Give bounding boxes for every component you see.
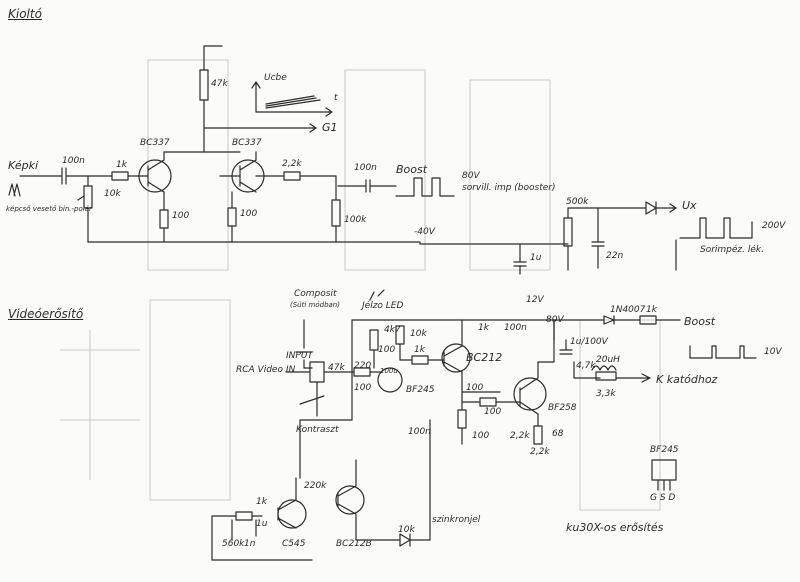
label-sorimp: Sorimpéz. lék. xyxy=(700,245,764,255)
label-minus40: -40V xyxy=(414,227,435,237)
label-r-220k: 220k xyxy=(304,481,327,491)
label-graph-t: t xyxy=(334,93,338,103)
label-boost-desc: sorvill. imp (booster) xyxy=(462,183,556,193)
section-title-video-amp: Videóerősítő xyxy=(8,307,84,321)
label-pot-100k: 100k xyxy=(344,215,367,225)
label-t1: BC337 xyxy=(140,138,170,148)
label-composit: Composit xyxy=(294,289,337,299)
bleed-through-traces xyxy=(60,59,661,511)
label-boost-top: Boost xyxy=(396,163,428,176)
label-r-100-d: 100 xyxy=(484,407,502,417)
label-kep-ki: Képki xyxy=(8,159,38,172)
label-r-10k-sync: 10k xyxy=(398,525,415,535)
label-v200: 200V xyxy=(762,221,786,231)
label-bf258: BF258 xyxy=(548,403,577,413)
label-c-100n-top: 100n xyxy=(504,323,527,333)
label-c-1u-100v: 1u/100V xyxy=(570,337,608,347)
label-bf245: BF245 xyxy=(406,385,435,395)
label-c-1u-sync: 1u xyxy=(256,519,268,529)
label-r-100-c: 100 xyxy=(466,383,484,393)
label-r-2-2k-b: 2,2k xyxy=(530,447,550,457)
label-v80: 80V xyxy=(546,315,564,325)
label-r-4-7k: 4,7k xyxy=(576,361,596,371)
label-boost-bottom: Boost xyxy=(684,315,716,328)
label-pot-500k: 500k xyxy=(566,197,589,207)
label-r-1k-boost: 1k xyxy=(646,305,657,315)
label-r-47k: 47k xyxy=(211,79,228,89)
video-amp-wiring xyxy=(211,289,757,561)
label-graph-g1: G1 xyxy=(322,121,338,134)
section-title-output: Kioltó xyxy=(8,7,42,21)
label-r-100-vb: 100 xyxy=(378,345,396,355)
label-c-100u: 100u xyxy=(380,367,398,375)
label-gsd: G S D xyxy=(650,493,676,503)
label-r-220: 220 xyxy=(354,361,372,371)
label-r-100-a: 100 xyxy=(172,211,190,221)
label-r-100-b: 100 xyxy=(240,209,258,219)
label-r-1k: 1k xyxy=(116,160,127,170)
label-r-1k-top: 1k xyxy=(478,323,489,333)
label-t2: BC337 xyxy=(232,138,262,148)
label-graph-y: Ucbe xyxy=(264,73,287,83)
label-c-1u: 1u xyxy=(530,253,542,263)
label-c-22n: 22n xyxy=(606,251,624,261)
label-r-1k-sync: 1k xyxy=(256,497,267,507)
output-stage-wiring xyxy=(8,45,753,275)
label-c-100n-boost: 100n xyxy=(354,163,377,173)
label-szinkron: szinkronjel xyxy=(432,515,481,525)
label-c-1n: 1n xyxy=(244,539,256,549)
label-r-100-va: 100 xyxy=(354,383,372,393)
label-v10: 10V xyxy=(764,347,782,357)
label-c545: C545 xyxy=(282,539,306,549)
label-rca: RCA Video IN xyxy=(236,365,296,375)
label-r-2-2k-v: 2,2k xyxy=(510,431,530,441)
label-bc212: BC212 xyxy=(466,351,503,364)
label-v12: 12V xyxy=(526,295,544,305)
label-input: INPUT xyxy=(286,351,313,361)
label-r-560k: 560k xyxy=(222,539,245,549)
label-l-20uh: 20uH xyxy=(596,355,620,365)
label-ku30x: ku30X-os erősítés xyxy=(566,521,664,534)
label-r-47k-b: 47k xyxy=(328,363,345,373)
label-k-katod: K katódhoz xyxy=(656,373,718,386)
label-d-1n4007: 1N4007 xyxy=(610,305,646,315)
label-r-1k-v: 1k xyxy=(414,345,425,355)
label-r-10k: 10k xyxy=(104,189,121,199)
label-r-4k7: 4k7 xyxy=(384,325,401,335)
label-c-100n-v: 100n xyxy=(408,427,431,437)
label-r-2-2k: 2,2k xyxy=(282,159,302,169)
label-bc212b: BC212B xyxy=(336,539,372,549)
label-r-10k-v: 10k xyxy=(410,329,427,339)
label-r-3-3k: 3,3k xyxy=(596,389,616,399)
label-ux: Ux xyxy=(682,199,697,212)
label-jelzo: Jélzo LED xyxy=(362,301,404,311)
label-kep-ki-sub: képcső vesető bin.-polár xyxy=(6,205,92,213)
label-composit-sub: (Süti módban) xyxy=(290,301,340,309)
label-c-100n-in: 100n xyxy=(62,156,85,166)
label-kontrast: Kontraszt xyxy=(296,425,339,435)
label-boost-v: 80V xyxy=(462,171,480,181)
label-bf245-pinout: BF245 xyxy=(650,445,679,455)
label-r-100-e: 100 xyxy=(472,431,490,441)
label-c-68: 68 xyxy=(552,429,564,439)
